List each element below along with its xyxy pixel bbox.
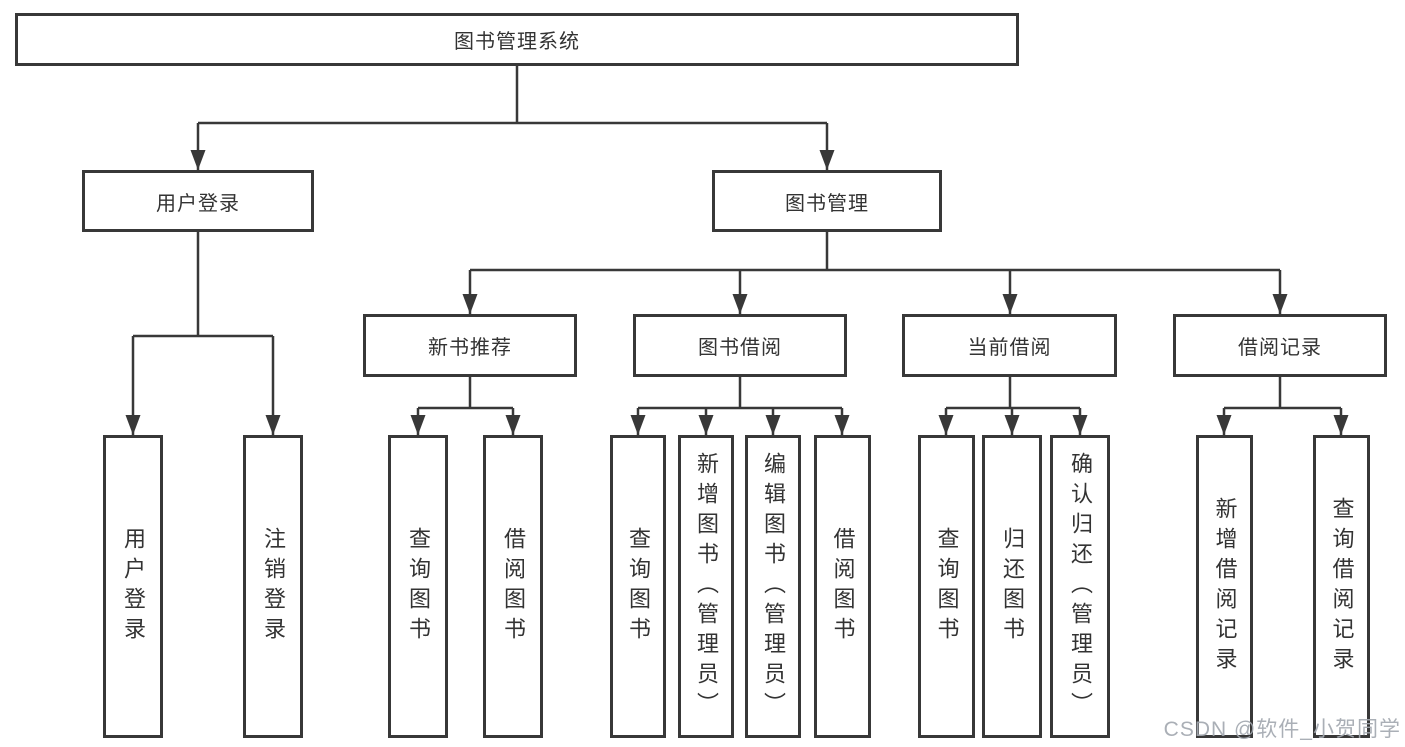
leaf-edit-book-admin: 编辑图书（管理员） [745, 435, 801, 738]
leaf-user-login: 用户登录 [103, 435, 163, 738]
leaf-borrow-books: 借阅图书 [814, 435, 871, 738]
node-borrow-records: 借阅记录 [1173, 314, 1387, 377]
node-book-borrow: 图书借阅 [633, 314, 847, 377]
node-user-login: 用户登录 [82, 170, 314, 232]
leaf-add-borrow-record: 新增借阅记录 [1196, 435, 1253, 738]
leaf-query-books-recommend: 查询图书 [388, 435, 448, 738]
leaf-borrow-books-recommend: 借阅图书 [483, 435, 543, 738]
leaf-query-books-current: 查询图书 [918, 435, 975, 738]
leaf-query-borrow-record: 查询借阅记录 [1313, 435, 1370, 738]
node-book-management: 图书管理 [712, 170, 942, 232]
node-library-management-system: 图书管理系统 [15, 13, 1019, 66]
csdn-watermark: CSDN @软件_小贺同学 [1163, 718, 1401, 741]
leaf-add-book-admin: 新增图书（管理员） [678, 435, 734, 738]
leaf-confirm-return-admin: 确认归还（管理员） [1050, 435, 1110, 738]
node-new-book-recommend: 新书推荐 [363, 314, 577, 377]
leaf-return-books: 归还图书 [982, 435, 1042, 738]
leaf-query-books-borrow: 查询图书 [610, 435, 666, 738]
leaf-logout: 注销登录 [243, 435, 303, 738]
node-current-borrow: 当前借阅 [902, 314, 1117, 377]
